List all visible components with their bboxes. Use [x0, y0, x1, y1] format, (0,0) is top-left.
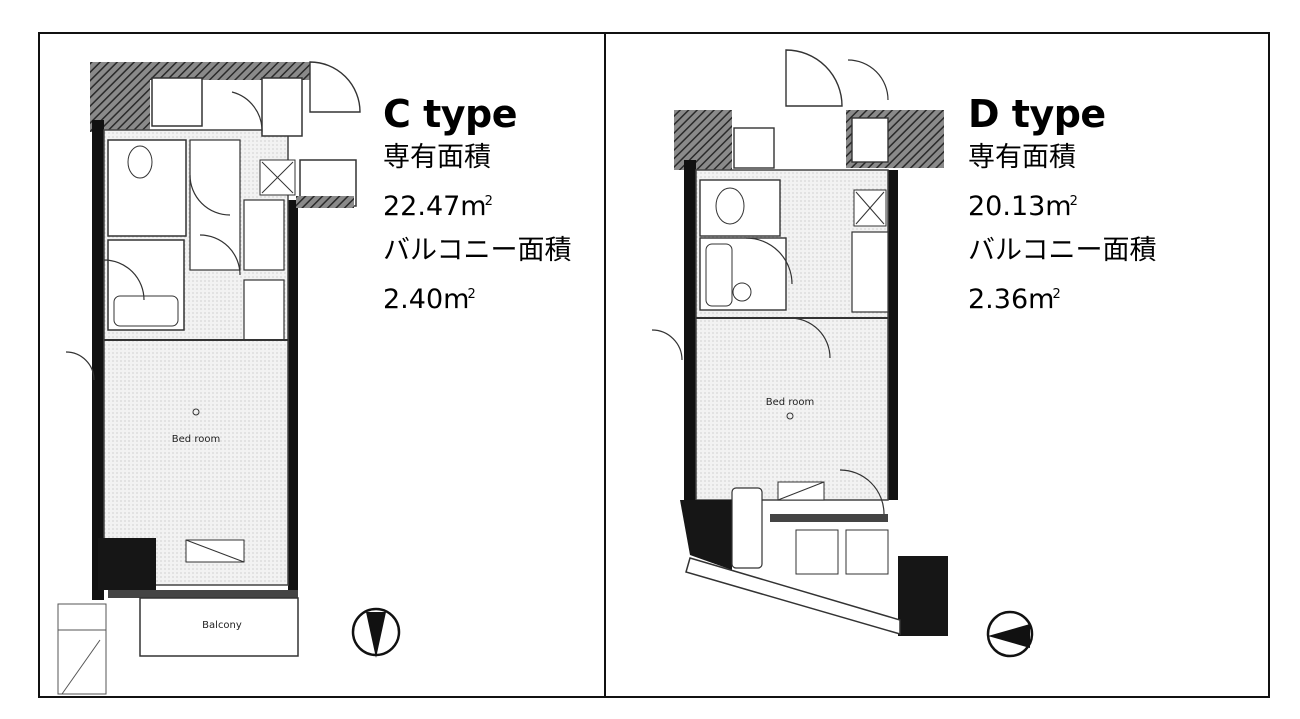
- c-left-wall: [92, 120, 104, 600]
- c-balcony-value: 2.40: [383, 284, 444, 315]
- c-type-plan: Bed room Balcony: [57, 61, 361, 695]
- c-balcony-unit: m: [443, 284, 470, 315]
- panel-divider: [604, 32, 606, 698]
- c-area-value: 22.47: [383, 191, 461, 222]
- c-area-unit-sup: 2: [484, 194, 493, 209]
- floorplan-frame: [38, 32, 1270, 698]
- d-area-value-line: 20.13m2: [968, 180, 1156, 229]
- d-entrance-door: [785, 49, 843, 107]
- c-balcony: [139, 597, 299, 657]
- c-area-unit: m: [460, 191, 487, 222]
- d-balcony-value-line: 2.36m2: [968, 273, 1156, 322]
- d-balcony-value: 2.36: [968, 284, 1029, 315]
- c-balcony-area-label: バルコニー面積: [383, 235, 572, 266]
- c-type-info: C type 専有面積 22.47m2 バルコニー面積 2.40m2: [383, 92, 571, 322]
- d-left-wall: [684, 160, 696, 500]
- d-right-wall: [888, 170, 898, 500]
- c-balcony-value-line: 2.40m2: [383, 273, 571, 322]
- c-entrance-door: [309, 61, 361, 113]
- c-area-value-line: 22.47m2: [383, 180, 571, 229]
- d-area-unit-sup: 2: [1069, 194, 1078, 209]
- north-arrow-icon: [351, 607, 401, 658]
- d-type-title: D type: [968, 92, 1106, 136]
- d-type-plan: Bed room: [651, 49, 948, 636]
- d-area-unit: m: [1045, 191, 1072, 222]
- d-area-label: 専有面積: [968, 142, 1076, 173]
- d-area-value: 20.13: [968, 191, 1046, 222]
- c-right-wall: [288, 200, 298, 590]
- d-wall-block: [674, 110, 732, 170]
- d-bedroom-label: Bed room: [766, 397, 814, 408]
- d-bottom-wall: [680, 500, 732, 570]
- c-bottom-wall: [98, 538, 156, 590]
- d-type-info: D type 専有面積 20.13m2 バルコニー面積 2.36m2: [968, 92, 1156, 322]
- d-balcony-unit: m: [1028, 284, 1055, 315]
- c-bedroom-label: Bed room: [172, 434, 220, 445]
- d-balcony-area-label: バルコニー面積: [968, 235, 1157, 266]
- d-balcony: [685, 557, 901, 635]
- c-area-label: 専有面積: [383, 142, 491, 173]
- c-balcony-unit-sup: 2: [467, 287, 476, 302]
- d-balcony-unit-sup: 2: [1052, 287, 1061, 302]
- c-balcony-label: Balcony: [202, 620, 242, 631]
- c-type-title: C type: [383, 92, 518, 136]
- north-arrow-icon: [986, 610, 1034, 658]
